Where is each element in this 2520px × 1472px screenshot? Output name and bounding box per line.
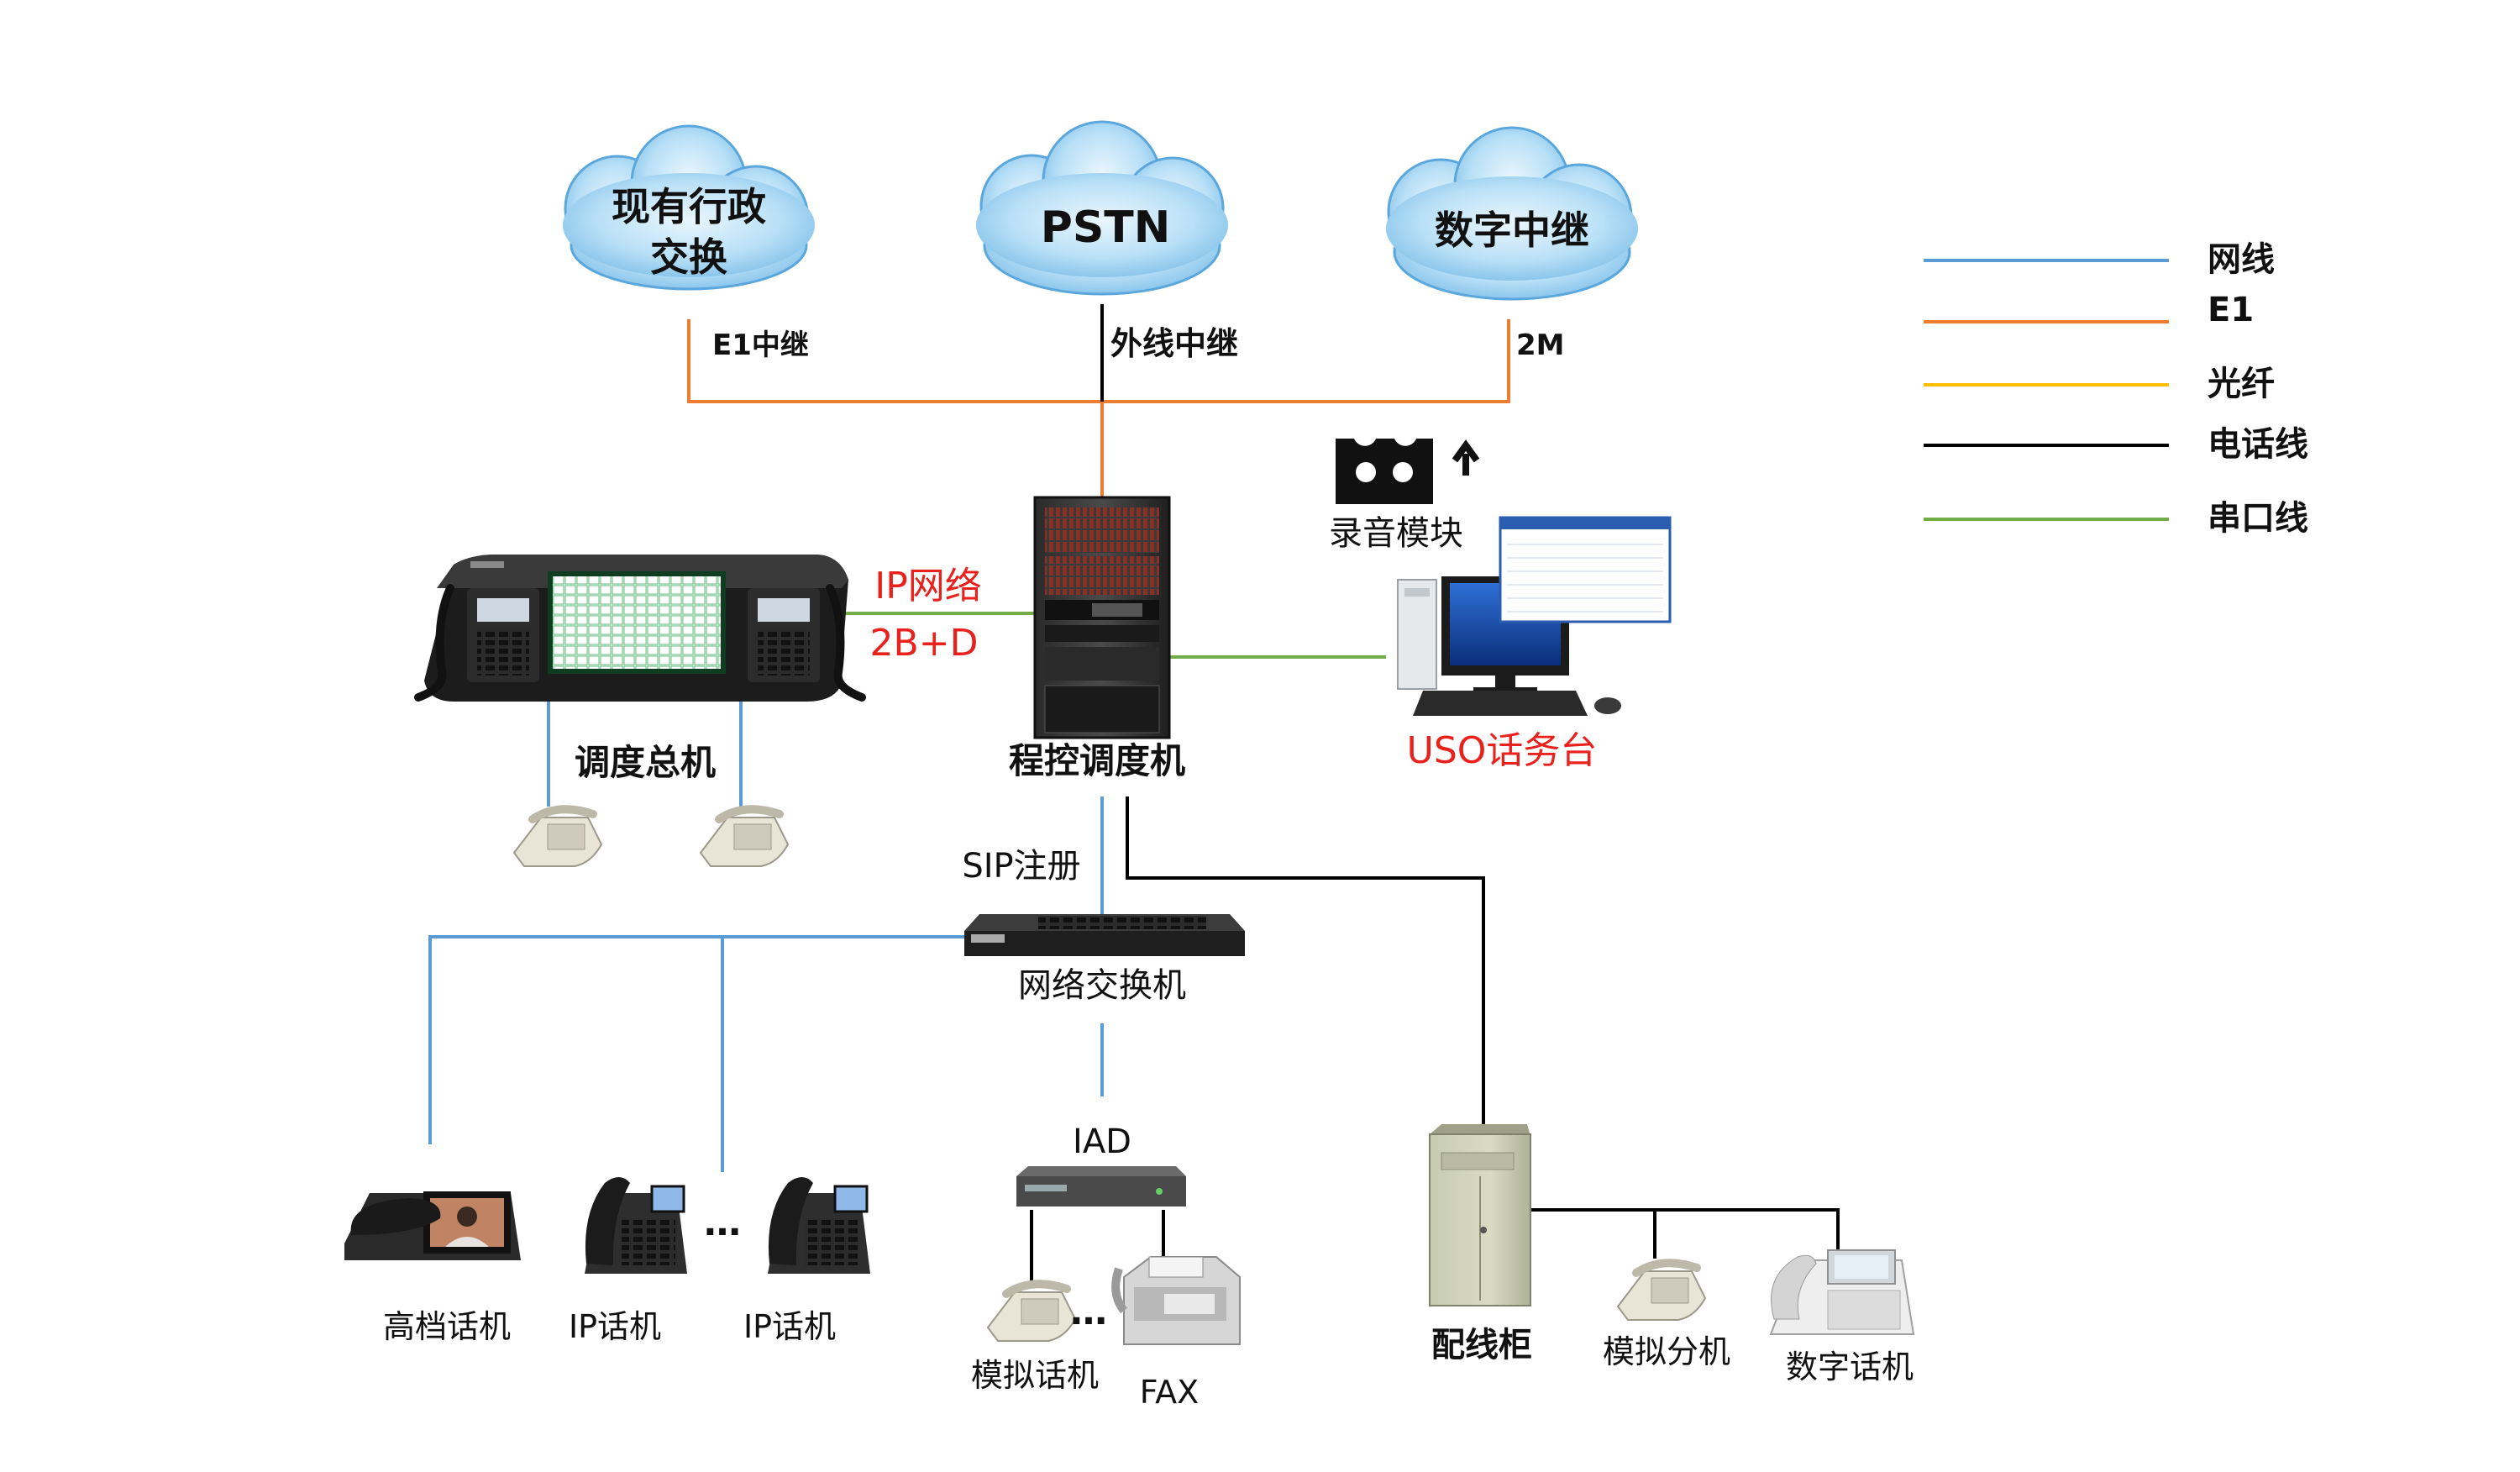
sip-register-label: SIP注册 xyxy=(962,847,1080,886)
legend-label-serial: 串口线 xyxy=(2208,499,2308,538)
isdn-label: 2B+D xyxy=(870,622,979,665)
cloud-digital-trunk-label: 数字中继 xyxy=(1435,208,1589,253)
fax-label: FAX xyxy=(1140,1374,1199,1411)
ip-network-label: IP网络 xyxy=(874,565,982,607)
upload-arrow-icon xyxy=(1452,439,1480,476)
ip-phone-2-icon[interactable] xyxy=(768,1177,870,1274)
recording-module-label: 录音模块 xyxy=(1329,514,1463,553)
distribution-phone-cable xyxy=(1126,796,1485,1134)
network-switch[interactable] xyxy=(964,914,1245,956)
legend-label-e1: E1 xyxy=(2208,291,2254,329)
recording-module-icon xyxy=(1336,439,1480,504)
ip-phone-1-label: IP话机 xyxy=(569,1308,661,1345)
pc-tower-icon xyxy=(1397,579,1437,690)
distribution-cabinet-label: 配线柜 xyxy=(1431,1326,1532,1364)
legend: 网线 E1 光纤 电话线 串口线 xyxy=(1924,240,2308,538)
cloud-digital-trunk: 数字中继 xyxy=(1386,126,1638,301)
program-dispatcher-label: 程控调度机 xyxy=(1009,740,1185,781)
ip-phone-2-label: IP话机 xyxy=(743,1308,836,1345)
keyboard-icon xyxy=(1413,691,1588,716)
legend-label-phone: 电话线 xyxy=(2208,425,2308,464)
iad-device[interactable] xyxy=(1016,1166,1186,1207)
mouse-icon xyxy=(1594,697,1621,714)
iad-analog-phone-icon xyxy=(986,1280,1077,1342)
high-end-phone-icon[interactable] xyxy=(344,1191,521,1260)
extension-phone-cable xyxy=(1529,1208,1840,1252)
network-switch-label: 网络交换机 xyxy=(1018,966,1186,1005)
ip-phone-1-icon[interactable] xyxy=(585,1177,687,1274)
dispatch-console-label: 调度总机 xyxy=(575,742,716,783)
analog-extension-label: 模拟分机 xyxy=(1603,1333,1730,1370)
lan-trunk-cable xyxy=(428,935,1001,1144)
high-end-phone-label: 高档话机 xyxy=(383,1308,511,1345)
iad-label: IAD xyxy=(1073,1122,1131,1161)
cloud-pstn: PSTN xyxy=(976,120,1228,296)
analog-extension-icon[interactable] xyxy=(1616,1259,1707,1321)
iad-ellipsis: … xyxy=(1070,1291,1107,1333)
cloud-pstn-label: PSTN xyxy=(1041,202,1171,253)
iad-analog-phone-label: 模拟话机 xyxy=(971,1357,1099,1394)
console-analog-phone-right-icon xyxy=(699,805,790,867)
e1-trunk-label: E1中继 xyxy=(712,329,809,362)
legend-label-network: 网线 xyxy=(2208,240,2275,279)
console-analog-phone-left-icon xyxy=(512,805,603,867)
outside-trunk-label: 外线中继 xyxy=(1110,325,1238,362)
e1-trunk-cable xyxy=(687,319,1510,403)
uso-console-label: USO话务台 xyxy=(1407,729,1598,772)
cloud-admin-exchange-label-2: 交换 xyxy=(650,234,727,280)
fax-machine-icon xyxy=(1111,1256,1241,1345)
legend-label-fiber: 光纤 xyxy=(2208,365,2275,403)
two-m-label: 2M xyxy=(1516,329,1565,362)
digital-phone-label: 数字话机 xyxy=(1786,1348,1914,1385)
dispatch-console[interactable] xyxy=(414,555,866,702)
digital-phone-icon[interactable] xyxy=(1769,1249,1915,1335)
program-dispatcher-rack[interactable] xyxy=(1033,496,1171,739)
distribution-cabinet-icon[interactable] xyxy=(1429,1124,1531,1306)
uso-software-window xyxy=(1499,516,1672,623)
uso-workstation[interactable] xyxy=(1397,516,1672,716)
ip-phone-ellipsis: … xyxy=(704,1201,741,1244)
cloud-admin-exchange: 现有行政 交换 xyxy=(563,124,815,291)
cloud-admin-exchange-label-1: 现有行政 xyxy=(612,184,766,229)
